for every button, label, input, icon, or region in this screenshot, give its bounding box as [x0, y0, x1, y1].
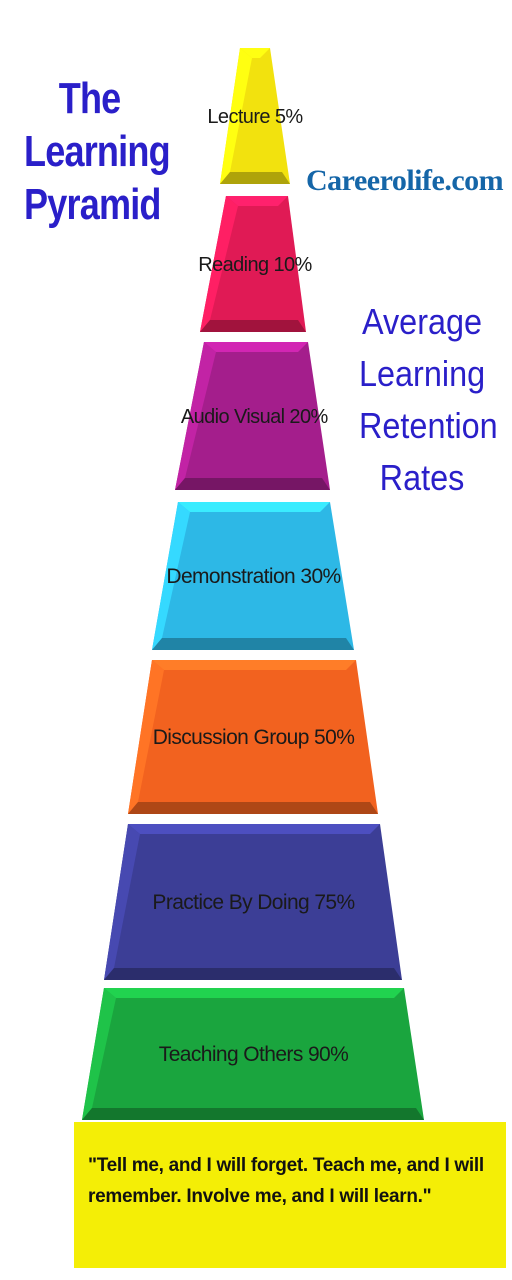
pyramid-level: Demonstration 30%	[152, 502, 354, 650]
title-line: Learning	[24, 127, 171, 176]
pyramid-level-left-bevel	[104, 824, 140, 980]
pyramid-level-top-bevel	[152, 660, 356, 670]
pyramid-level-bottom-bevel	[200, 320, 306, 332]
pyramid-level-left-bevel	[82, 988, 116, 1120]
pyramid-level-top-bevel	[128, 824, 380, 834]
subtitle-line: Rates	[379, 457, 465, 498]
pyramid-level-face	[104, 824, 402, 980]
pyramid-level-left-bevel	[175, 342, 216, 490]
pyramid-level-top-bevel	[226, 196, 288, 206]
pyramid-level-label: Discussion Group 50%	[153, 726, 355, 749]
pyramid-level: Audio Visual 20%	[175, 342, 330, 490]
subtitle-line: Retention	[359, 405, 498, 446]
title-line: Pyramid	[24, 180, 161, 229]
pyramid-level-top-bevel	[240, 48, 270, 58]
quote-box: "Tell me, and I will forget. Teach me, a…	[74, 1122, 506, 1268]
pyramid-level-label: Lecture 5%	[207, 106, 303, 128]
pyramid-level: Practice By Doing 75%	[104, 824, 402, 980]
pyramid-level-left-bevel	[128, 660, 164, 814]
subtitle-line: Learning	[359, 353, 486, 394]
pyramid-level-top-bevel	[104, 988, 404, 998]
pyramid-level: Lecture 5%	[207, 48, 304, 184]
pyramid-level-top-bevel	[204, 342, 308, 352]
pyramid-level-face	[152, 502, 354, 650]
pyramid-level-label: Audio Visual 20%	[181, 406, 329, 428]
pyramid-level: Reading 10%	[198, 196, 313, 332]
pyramid-level-face	[175, 342, 330, 490]
title-line: The	[58, 74, 122, 123]
pyramid-level-label: Demonstration 30%	[166, 565, 340, 588]
pyramid-level-label: Reading 10%	[198, 254, 312, 276]
pyramid-level-bottom-bevel	[82, 1108, 424, 1120]
quote-line: remember. Involve me, and I will learn."	[88, 1186, 432, 1207]
pyramid-level-label: Practice By Doing 75%	[152, 891, 354, 914]
pyramid-level-bottom-bevel	[104, 968, 402, 980]
quote-line: "Tell me, and I will forget. Teach me, a…	[88, 1155, 484, 1176]
pyramid-level-bottom-bevel	[220, 172, 290, 184]
pyramid-level-face	[82, 988, 424, 1120]
pyramid-level-bottom-bevel	[152, 638, 354, 650]
pyramid-level-bottom-bevel	[175, 478, 330, 490]
site-name: Careerolife.com	[306, 164, 504, 197]
subtitle-block: Average Learning Retention Rates	[359, 296, 498, 504]
pyramid-level-top-bevel	[178, 502, 330, 512]
pyramid-level-left-bevel	[220, 48, 252, 184]
pyramid-level-bottom-bevel	[128, 802, 378, 814]
pyramid-level-left-bevel	[200, 196, 238, 332]
title-block: The Learning Pyramid	[24, 72, 171, 231]
subtitle-line: Average	[361, 301, 483, 342]
pyramid-level-label: Teaching Others 90%	[159, 1043, 348, 1066]
pyramid-level: Discussion Group 50%	[128, 660, 378, 814]
pyramid-level: Teaching Others 90%	[82, 988, 424, 1120]
pyramid-level-face	[128, 660, 378, 814]
pyramid-level-left-bevel	[152, 502, 190, 650]
